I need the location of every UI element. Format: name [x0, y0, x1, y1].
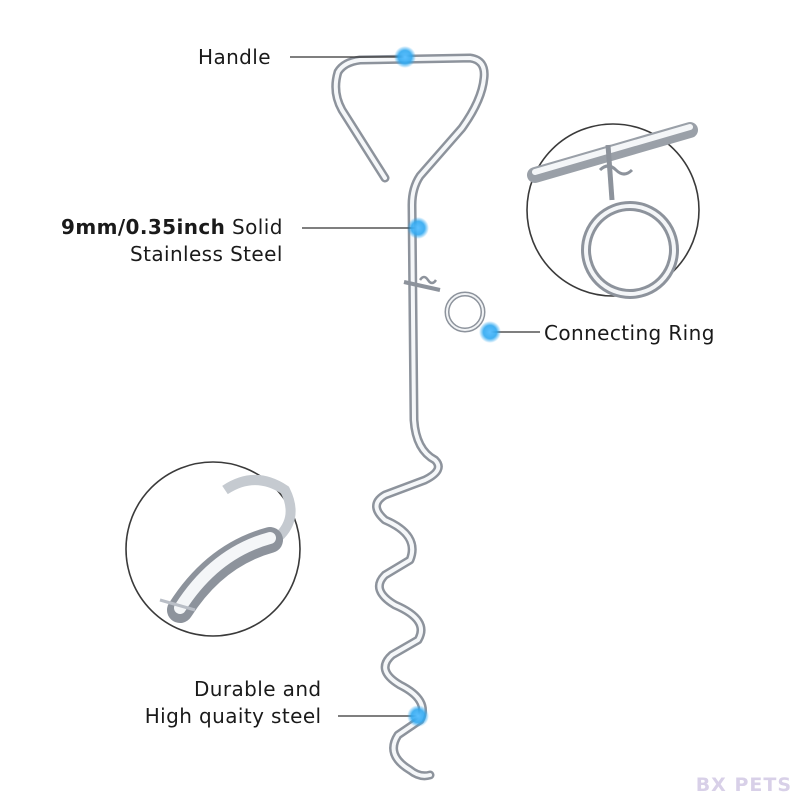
marker-steel — [407, 217, 429, 239]
label-steel: 9mm/0.35inch Solid Stainless Steel — [60, 214, 283, 268]
label-steel-line2: Stainless Steel — [130, 242, 283, 266]
marker-durable — [407, 705, 429, 727]
label-ring-text: Connecting Ring — [544, 321, 715, 345]
connecting-ring-small — [403, 275, 486, 333]
marker-ring — [479, 321, 501, 343]
label-durable: Durable and High quaity steel — [144, 676, 322, 730]
stake-rod — [331, 53, 489, 781]
markers — [394, 46, 501, 727]
label-durable-line2: High quaity steel — [144, 704, 322, 728]
label-handle-text: Handle — [198, 45, 271, 69]
brand-watermark: BX PETS — [695, 774, 792, 796]
label-steel-bold: 9mm/0.35inch — [61, 215, 226, 239]
label-steel-rest: Solid — [232, 215, 283, 239]
label-handle: Handle — [198, 44, 271, 71]
marker-handle — [394, 46, 416, 68]
detail-circle-ring — [526, 122, 700, 299]
label-ring: Connecting Ring — [544, 320, 715, 347]
label-durable-line1: Durable and — [194, 677, 322, 701]
detail-circle-tip — [125, 461, 301, 637]
